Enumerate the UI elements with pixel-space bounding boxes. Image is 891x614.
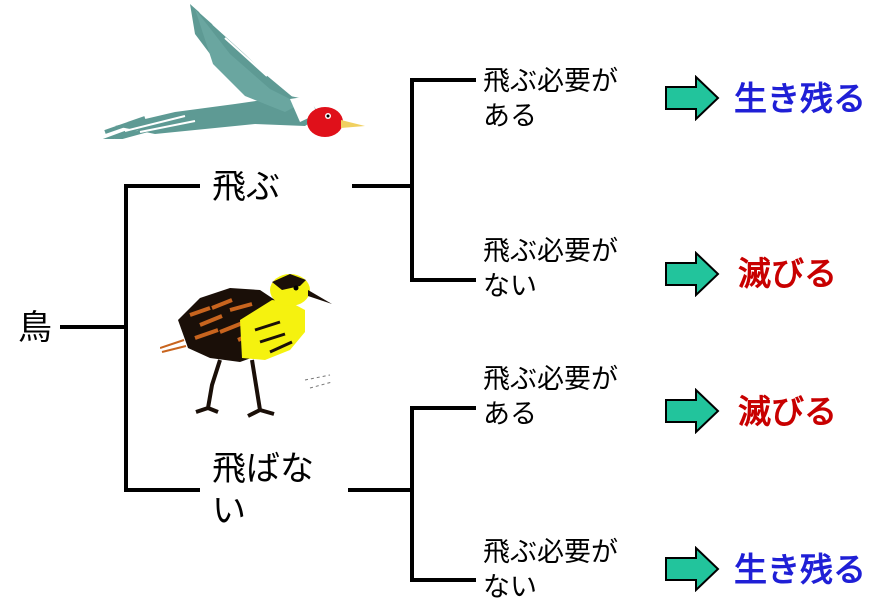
condition-3-line1: 飛ぶ必要が [483, 364, 618, 395]
fly-branch-label: 飛ぶ [212, 167, 280, 207]
condition-3-line2: ある [483, 399, 537, 430]
condition-2-line2: ない [483, 271, 537, 302]
nofly-branch-label-line1: 飛ばな [212, 449, 314, 489]
condition-4-line1: 飛ぶ必要が [483, 537, 618, 568]
result-2-perish: 滅びる [738, 254, 837, 293]
result-4-survive: 生き残る [734, 550, 866, 589]
root-label: 鳥 [18, 308, 52, 348]
right-arrow-icon [665, 251, 720, 297]
standing-bird-illustration [160, 274, 333, 418]
right-arrow-icon [665, 546, 720, 592]
condition-1-line2: ある [483, 101, 537, 132]
right-arrow-icon [665, 388, 720, 434]
result-1-survive: 生き残る [734, 79, 866, 118]
condition-4-line2: ない [483, 572, 537, 603]
right-arrow-icon [665, 75, 720, 121]
condition-2-line1: 飛ぶ必要が [483, 236, 618, 267]
result-3-perish: 滅びる [738, 392, 837, 431]
nofly-branch-label-line2: い [212, 491, 246, 531]
flying-bird-illustration [102, 4, 365, 139]
condition-1-line1: 飛ぶ必要が [483, 66, 618, 97]
